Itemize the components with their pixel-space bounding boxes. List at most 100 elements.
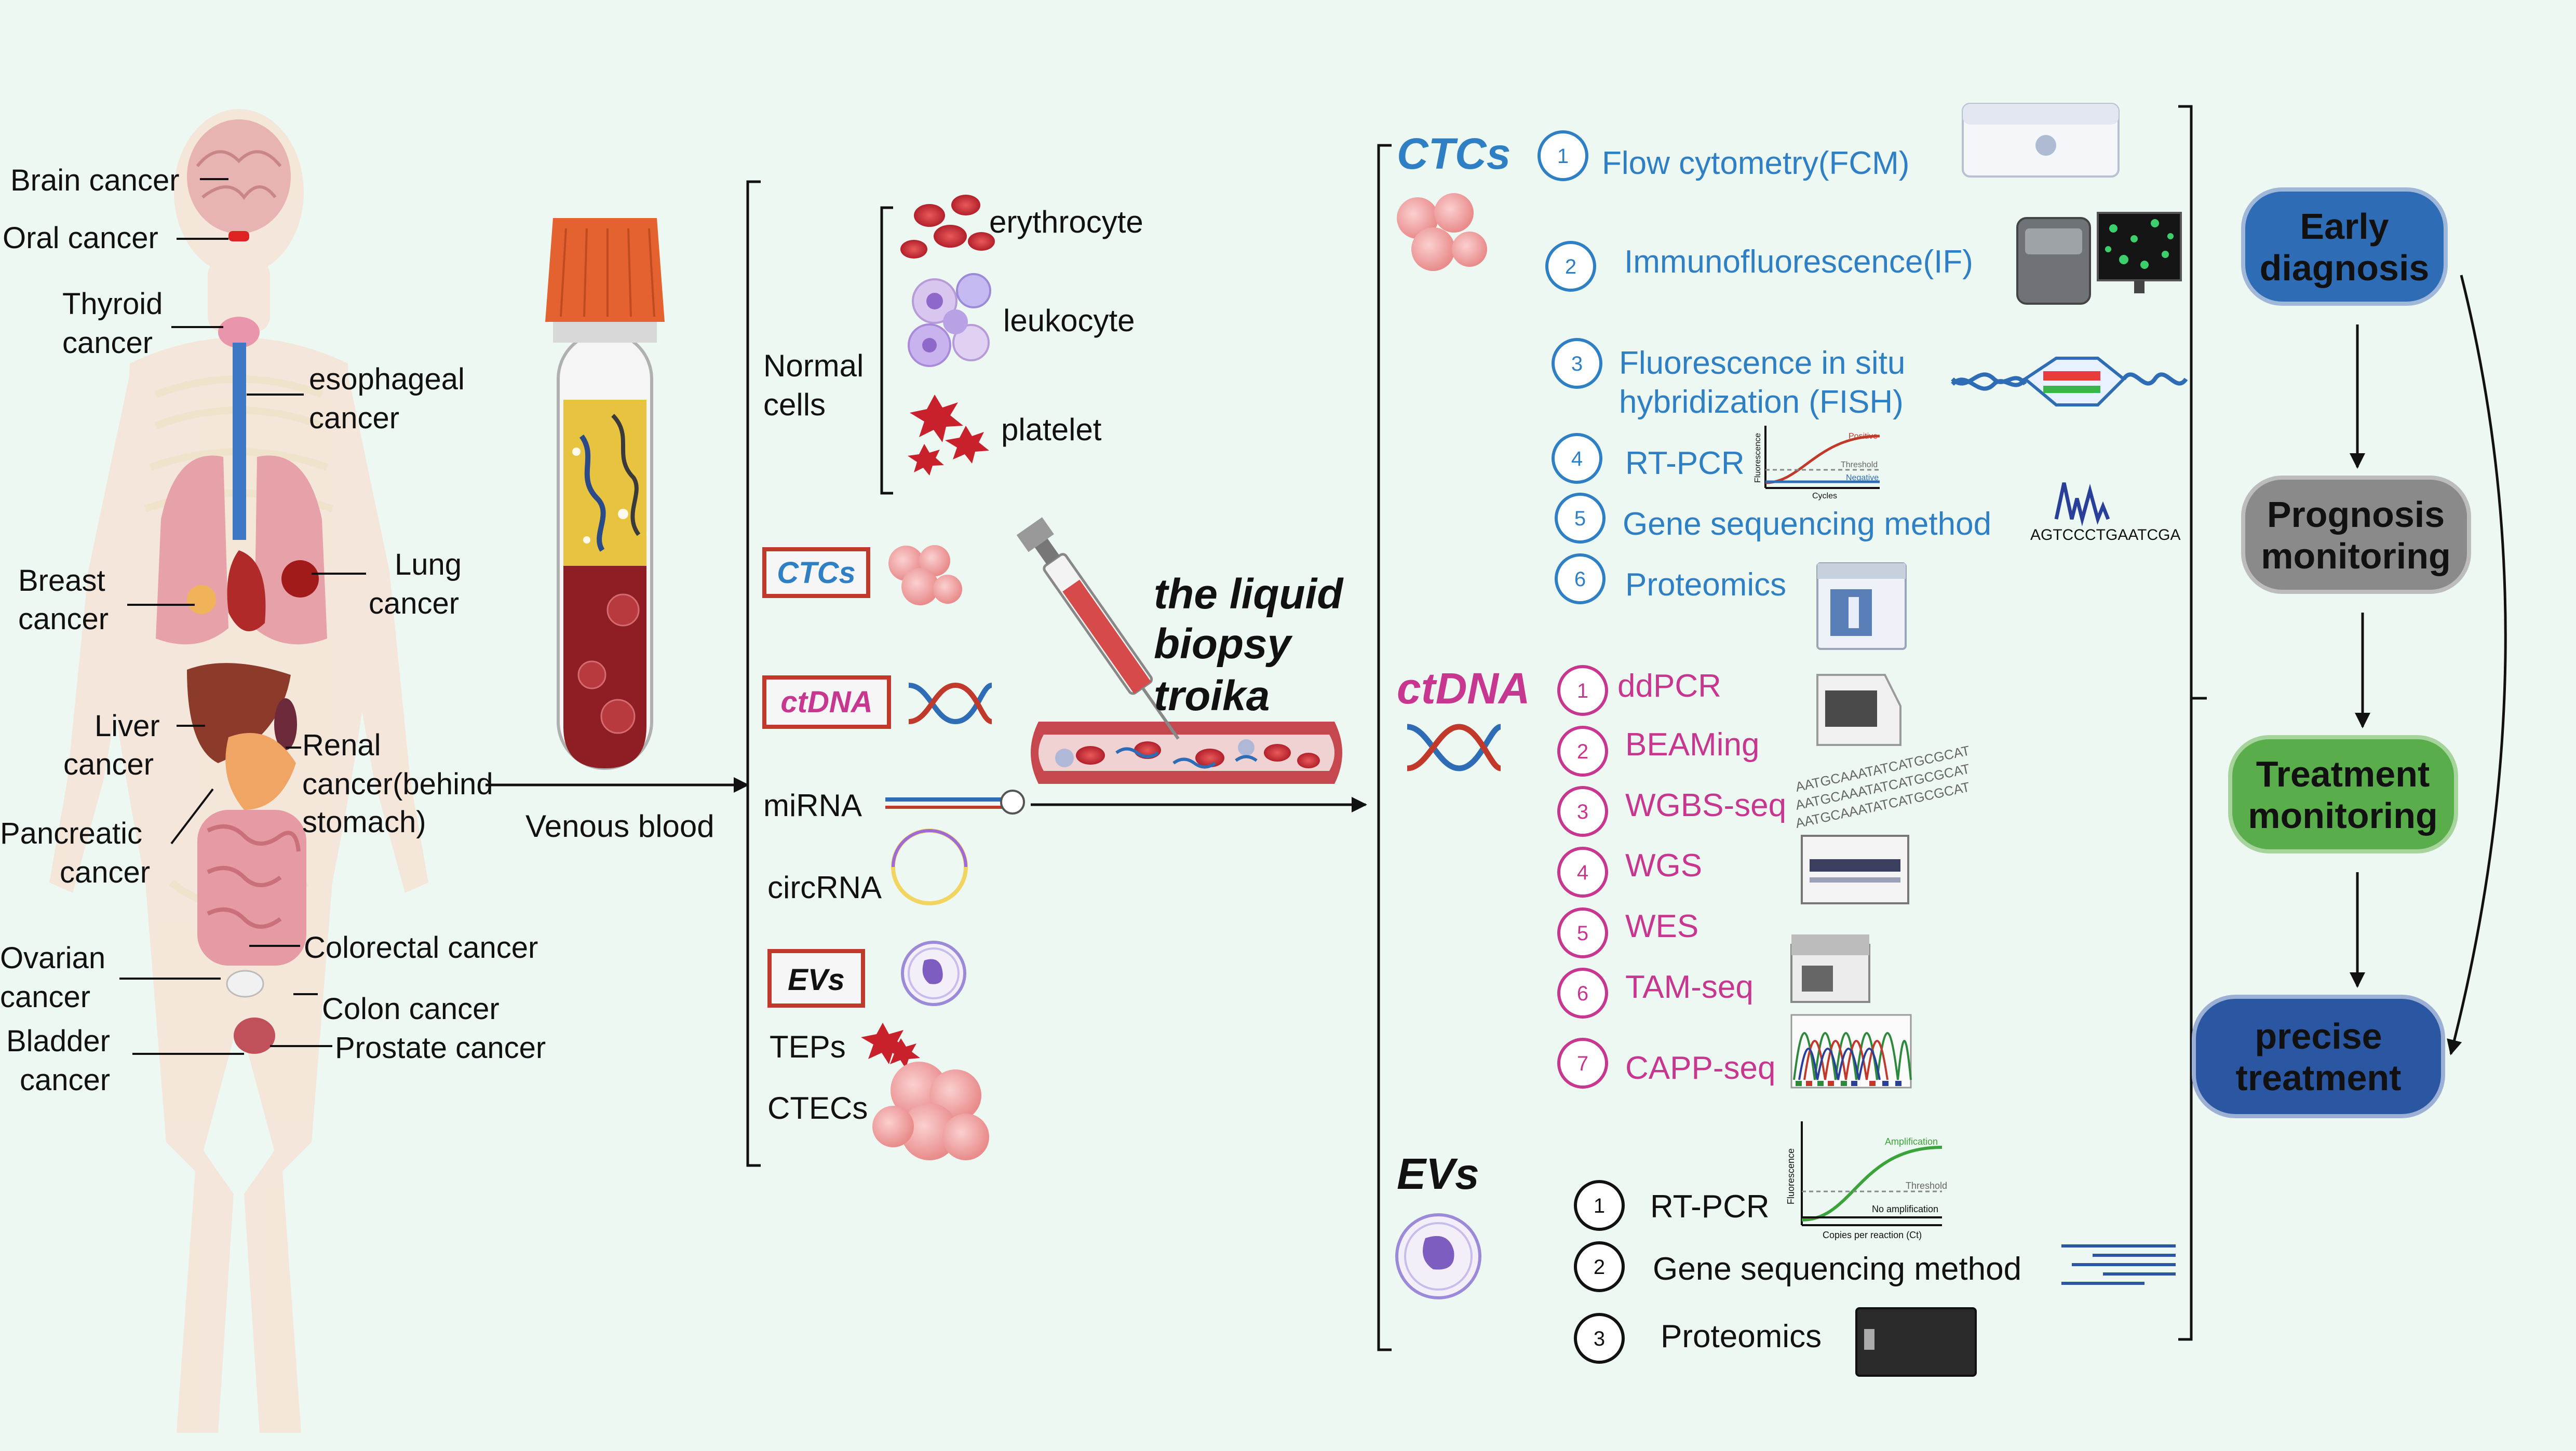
colorectal-cancer-label: Colorectal cancer bbox=[304, 931, 538, 965]
thyroid-organ bbox=[218, 317, 260, 348]
human-body-illustration bbox=[49, 109, 428, 1433]
method-label: RT-PCR bbox=[1650, 1189, 1770, 1225]
precise-treatment-node bbox=[2192, 995, 2445, 1118]
outcome-bracket bbox=[2178, 105, 2207, 1341]
method-label: Gene sequencing method bbox=[1623, 506, 1991, 542]
step-number: 1 bbox=[1557, 145, 1569, 168]
ctdna-box-label: ctDNA bbox=[780, 685, 872, 719]
ctdna-section-helix-icon bbox=[1407, 724, 1502, 771]
brain-cancer-label: Brain cancer bbox=[10, 164, 180, 197]
blood-vessel-illustration bbox=[1031, 722, 1342, 784]
step-number: 1 bbox=[1594, 1195, 1605, 1217]
step-number-circle bbox=[1555, 493, 1606, 544]
liver-organ bbox=[187, 663, 291, 763]
method-label: BEAMing bbox=[1625, 727, 1759, 763]
teps-label: TEPs bbox=[770, 1029, 846, 1064]
liver-cancer-label-1: Liver bbox=[95, 709, 160, 743]
ev-list-item: 1 RT-PCR bbox=[1574, 1180, 1770, 1231]
step-number-circle bbox=[1574, 1241, 1625, 1292]
step-number-circle bbox=[1552, 338, 1602, 389]
step-number: 3 bbox=[1571, 352, 1583, 375]
normal-cells-label-2: cells bbox=[763, 387, 826, 422]
platelet-label: platelet bbox=[1001, 412, 1102, 447]
wgbs-sequence-icon: AATGCAAATATCATGCGCAT AATGCAAATATCATGCGCA… bbox=[1794, 742, 1971, 831]
clinical-flow-chart: Early diagnosis Prognosis monitoring Tre… bbox=[2192, 187, 2507, 1118]
svg-text:Positive: Positive bbox=[1849, 432, 1878, 441]
method-label-line2: hybridization (FISH) bbox=[1619, 384, 1904, 420]
ddpcr-instrument-icon bbox=[1816, 674, 1901, 746]
early-diagnosis-label-1: Early bbox=[2300, 206, 2389, 247]
step-number-circle bbox=[1557, 968, 1608, 1019]
tep-platelet-icon bbox=[861, 1023, 920, 1068]
step-number: 1 bbox=[1577, 680, 1588, 702]
prognosis-monitoring-node bbox=[2241, 476, 2471, 594]
method-label: Fluorescence in situ bbox=[1619, 345, 1905, 381]
step-number-circle bbox=[1545, 241, 1596, 292]
sequencing-chromatogram-icon: AGTCCCTGAATCGA bbox=[2030, 482, 2180, 544]
platelet-icon bbox=[908, 395, 989, 476]
svg-text:Fluorescence: Fluorescence bbox=[1786, 1148, 1796, 1204]
breast-organ bbox=[187, 585, 216, 614]
prostate-cancer-label: Prostate cancer bbox=[335, 1031, 546, 1065]
capp-seq-chromatogram-icon bbox=[1790, 1014, 1912, 1089]
prognosis-monitoring-label-1: Prognosis bbox=[2267, 494, 2445, 535]
svg-text:Fluorescence: Fluorescence bbox=[1754, 433, 1762, 483]
precise-treatment-label-2: treatment bbox=[2236, 1057, 2402, 1098]
early-diagnosis-label-2: diagnosis bbox=[2260, 248, 2430, 288]
fish-dna-icon bbox=[1951, 357, 2188, 406]
right-lung bbox=[254, 455, 327, 645]
liver-cancer-label-2: cancer bbox=[63, 748, 154, 781]
step-number-circle bbox=[1574, 1313, 1625, 1364]
step-number-circle bbox=[1574, 1180, 1625, 1231]
troika-title-line3: troika bbox=[1154, 672, 1270, 720]
thyroid-cancer-label-2: cancer bbox=[62, 326, 153, 360]
breast-cancer-label-2: cancer bbox=[18, 602, 109, 636]
breast-cancer-label-1: Breast bbox=[18, 564, 105, 598]
bladder-cancer-label-2: cancer bbox=[20, 1063, 110, 1097]
erythrocyte-icon bbox=[900, 195, 995, 259]
svg-text:Copies per reaction (Ct): Copies per reaction (Ct) bbox=[1823, 1230, 1922, 1240]
method-label: RT-PCR bbox=[1625, 445, 1745, 481]
body-leader-lines bbox=[119, 178, 366, 1055]
ctdna-box bbox=[762, 675, 891, 729]
ev-vesicle-icon bbox=[901, 941, 966, 1006]
early-diagnosis-node bbox=[2241, 187, 2448, 306]
evs-section-vesicle-icon bbox=[1395, 1213, 1481, 1299]
step-number: 6 bbox=[1577, 982, 1588, 1005]
oral-cancer-label: Oral cancer bbox=[3, 221, 158, 255]
renal-cancer-label-1: Renal bbox=[302, 728, 381, 762]
circrna-label: circRNA bbox=[767, 870, 882, 905]
step-number-circle bbox=[1552, 433, 1602, 484]
step-number: 4 bbox=[1571, 447, 1583, 470]
ctc-section-cell-icon bbox=[1397, 193, 1487, 271]
leukocyte-icon bbox=[908, 273, 991, 367]
troika-title-line2: biopsy bbox=[1154, 620, 1293, 668]
sequencing-lines-icon bbox=[2061, 1244, 2176, 1285]
step-number: 2 bbox=[1577, 740, 1588, 763]
venous-blood-label: Venous blood bbox=[525, 809, 714, 844]
method-label: TAM-seq bbox=[1625, 969, 1754, 1005]
step-number-circle bbox=[1557, 665, 1608, 716]
method-label: WGBS-seq bbox=[1625, 788, 1786, 823]
components-bracket bbox=[746, 180, 761, 1167]
blood-tube bbox=[545, 218, 665, 770]
ctcs-box-label: CTCs bbox=[777, 556, 855, 590]
rt-pcr-large-chart: Fluorescence Copies per reaction (Ct) Am… bbox=[1786, 1121, 1947, 1240]
method-label: Immunofluorescence(IF) bbox=[1624, 244, 1973, 280]
step-number: 7 bbox=[1577, 1052, 1588, 1075]
ovarian-cancer-label-1: Ovarian bbox=[0, 941, 105, 975]
svg-text:Negative: Negative bbox=[1846, 473, 1879, 482]
brain-organ bbox=[187, 119, 291, 234]
evs-box-label: EVs bbox=[788, 963, 845, 997]
precise-treatment-label-1: precise bbox=[2255, 1016, 2382, 1056]
tam-seq-instrument-icon bbox=[1790, 934, 1870, 1003]
method-label: ddPCR bbox=[1617, 668, 1721, 704]
